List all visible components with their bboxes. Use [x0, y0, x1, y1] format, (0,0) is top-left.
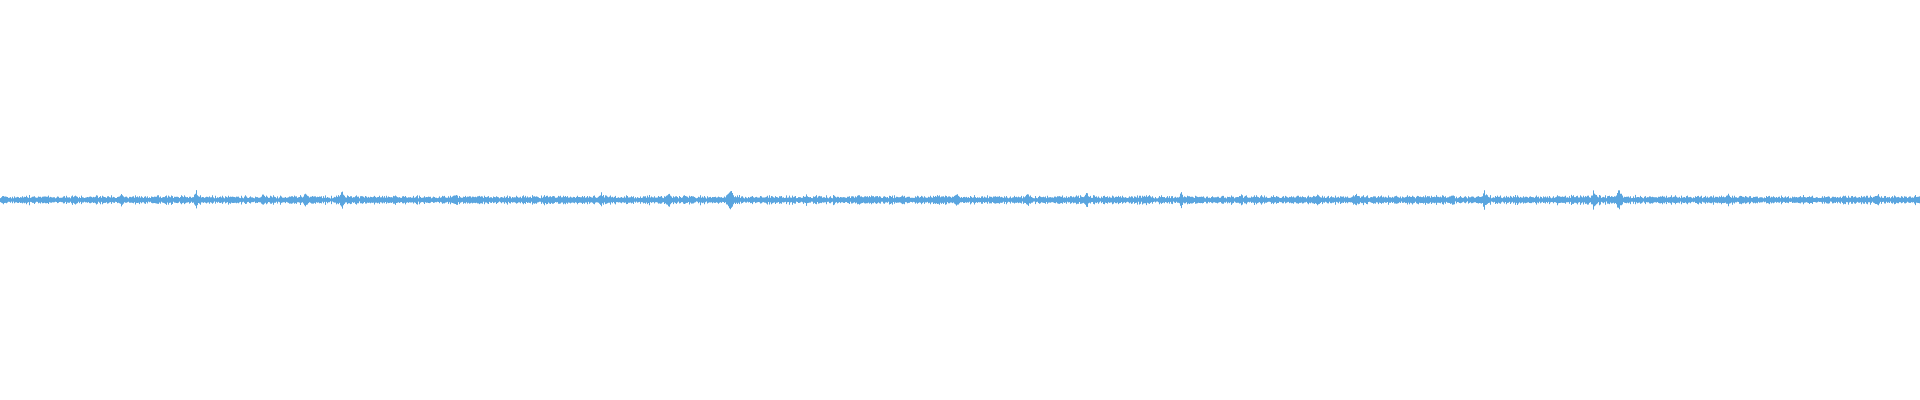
waveform-trace	[0, 190, 1920, 210]
